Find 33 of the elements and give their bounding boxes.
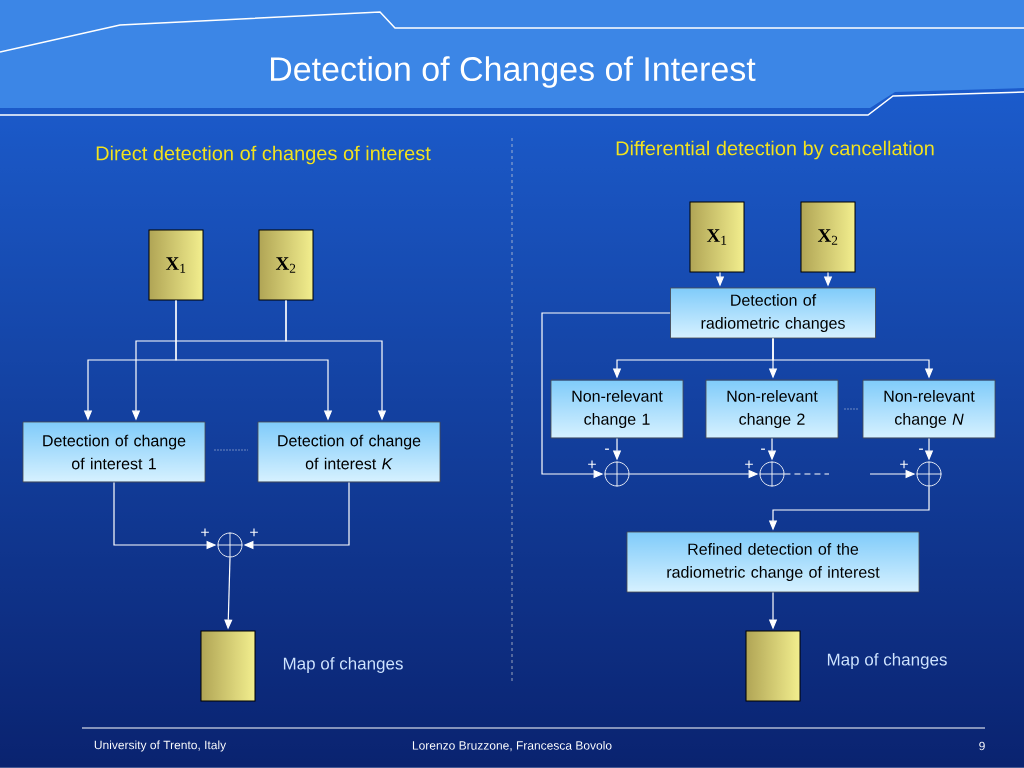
sign-label: + <box>745 460 753 469</box>
image-box: X$_{2}$ <box>800 201 856 273</box>
page-number: 9 <box>979 741 985 751</box>
process-box: Non-relevant change N <box>862 379 996 439</box>
sign-label: + <box>201 528 209 537</box>
summing-junction <box>217 532 243 558</box>
process-box: Non-relevant change 2 <box>705 379 839 439</box>
process-box: Refined detection of the radiometric change of interest <box>626 531 920 593</box>
section-heading: Differential detection by cancellation <box>616 140 934 160</box>
image-box <box>200 630 256 702</box>
summing-junction <box>759 461 785 487</box>
process-box: Detection of radiometric changes <box>670 287 876 339</box>
sign-label: - <box>605 448 609 450</box>
summing-junction <box>604 461 630 487</box>
footer-text: Lorenzo Bruzzone, Francesca Bovolo <box>412 740 612 752</box>
image-box <box>745 630 801 702</box>
section-heading: Direct detection of changes of interest <box>96 145 431 165</box>
slide-title: Detection of Changes of Interest <box>271 56 756 88</box>
image-box: X$_{1}$ <box>148 229 204 301</box>
image-box: X$_{2}$ <box>258 229 314 301</box>
image-box: X$_{1}$ <box>689 201 745 273</box>
sign-label: + <box>250 528 258 537</box>
process-box: Non-relevant change 1 <box>550 379 684 439</box>
summing-junction <box>916 461 942 487</box>
process-box: Detection of change of interest 1 <box>22 421 206 483</box>
map-label: Map of changes <box>283 657 403 673</box>
process-box: Detection of change of interest K <box>257 421 441 483</box>
sign-label: - <box>919 448 923 450</box>
sign-label: + <box>900 460 908 469</box>
map-label: Map of changes <box>827 653 947 669</box>
sign-label: + <box>588 460 596 469</box>
footer-text: University of Trento, Italy <box>94 740 227 752</box>
sign-label: - <box>761 448 765 450</box>
